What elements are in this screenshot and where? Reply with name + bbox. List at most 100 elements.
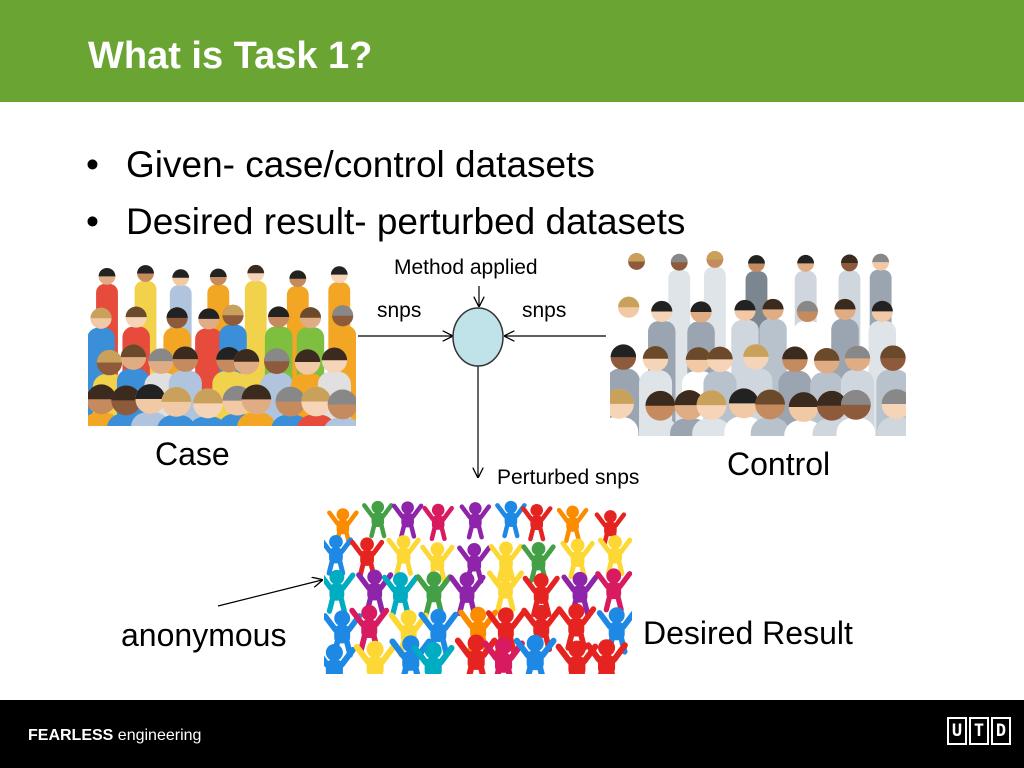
person-hair xyxy=(813,348,840,361)
anonymous-figures-image xyxy=(324,498,632,674)
person-hair xyxy=(840,389,871,405)
person-hair xyxy=(674,390,705,406)
person-hair xyxy=(755,389,786,405)
person-hair xyxy=(275,386,306,402)
clay-figure xyxy=(324,643,356,674)
person-hair xyxy=(90,307,112,319)
bullet-text: Desired result- perturbed datasets xyxy=(126,201,686,242)
footer-brand: FEARLESS engineering xyxy=(28,727,201,745)
clay-figure xyxy=(555,640,599,674)
bullet-item-given: • Given- case/control datasets xyxy=(86,136,685,193)
bullet-dot: • xyxy=(86,201,99,242)
person-hair xyxy=(148,348,174,362)
person-hair xyxy=(120,344,147,358)
person-body xyxy=(157,415,196,426)
clay-figure xyxy=(457,543,492,584)
person-body xyxy=(750,417,790,436)
person-hair xyxy=(268,306,290,317)
person-hair xyxy=(871,300,893,312)
clay-figure xyxy=(420,542,455,583)
person-hair xyxy=(844,345,871,359)
person-hair xyxy=(222,304,244,316)
person-hair xyxy=(696,390,727,406)
clay-figure xyxy=(386,535,421,576)
clay-figure xyxy=(486,567,525,612)
method-applied-label: Method applied xyxy=(394,256,538,279)
person-body xyxy=(641,419,680,436)
person-hair xyxy=(788,392,819,407)
clay-figure xyxy=(520,503,553,542)
person-hair xyxy=(880,345,906,359)
person-hair xyxy=(241,384,272,400)
person-body xyxy=(836,418,876,436)
person-hair xyxy=(734,299,756,311)
person-hair xyxy=(610,389,634,404)
clay-figure xyxy=(324,534,354,576)
anonymous-label: anonymous xyxy=(121,617,287,653)
clay-figure xyxy=(422,503,454,542)
person-hair xyxy=(301,386,332,402)
person-hair xyxy=(172,269,190,278)
person-hair xyxy=(193,388,223,404)
person-hair xyxy=(233,349,260,362)
clay-figure xyxy=(391,501,424,539)
person-body xyxy=(692,418,731,436)
person-hair xyxy=(247,264,265,274)
clay-figure xyxy=(595,568,632,613)
person-hair xyxy=(96,349,123,363)
person-body xyxy=(610,417,639,436)
person-hair xyxy=(166,307,188,318)
person-hair xyxy=(209,268,227,278)
person-hair xyxy=(743,344,769,357)
person-hair xyxy=(137,265,154,274)
bullet-text: Given- case/control datasets xyxy=(126,144,595,185)
control-label: Control xyxy=(727,446,831,482)
case-label: Case xyxy=(155,436,230,472)
person-body xyxy=(877,417,906,436)
person-hair xyxy=(706,251,724,260)
arrow-anonymous xyxy=(217,580,322,607)
snps-left-label: snps xyxy=(377,299,422,322)
person-hair xyxy=(289,270,307,279)
person-hair xyxy=(294,349,321,362)
clay-figure xyxy=(362,500,394,539)
snps-right-label: snps xyxy=(522,299,567,322)
person-hair xyxy=(797,254,815,264)
person-hair xyxy=(728,388,759,404)
clay-figure xyxy=(324,569,356,614)
clay-figure xyxy=(459,502,492,540)
desired-result-label: Desired Result xyxy=(643,615,853,651)
case-crowd-image xyxy=(88,258,356,426)
person-hair xyxy=(834,298,856,310)
person-hair xyxy=(135,384,166,400)
bullet-item-desired: • Desired result- perturbed datasets xyxy=(86,193,685,250)
person-hair xyxy=(881,389,906,405)
person-hair xyxy=(161,386,192,402)
clay-figure xyxy=(560,538,595,580)
person-hair xyxy=(198,308,220,319)
person-hair xyxy=(645,390,676,406)
slide-footer xyxy=(0,700,1024,768)
person-hair xyxy=(748,255,765,264)
perturbed-snps-label: Perturbed snps xyxy=(497,466,640,489)
utd-logo: U T D xyxy=(947,717,1011,745)
clay-figure xyxy=(495,500,527,539)
person-hair xyxy=(670,253,688,263)
person-hair xyxy=(111,385,142,401)
control-crowd-image xyxy=(610,244,906,436)
footer-brand-rest: engineering xyxy=(113,727,202,744)
person-hair xyxy=(618,296,640,308)
person-hair xyxy=(782,346,808,360)
person-hair xyxy=(651,300,673,312)
person-hair xyxy=(610,344,637,358)
person-hair xyxy=(299,307,322,318)
person-body xyxy=(297,414,336,426)
bullet-dot: • xyxy=(86,144,99,185)
clay-figure xyxy=(327,508,359,546)
slide-title: What is Task 1? xyxy=(88,35,373,77)
bullet-list: • Given- case/control datasets • Desired r… xyxy=(86,136,685,250)
control-crowd-photo xyxy=(610,244,906,436)
person-hair xyxy=(685,347,712,360)
person-hair xyxy=(707,346,733,360)
